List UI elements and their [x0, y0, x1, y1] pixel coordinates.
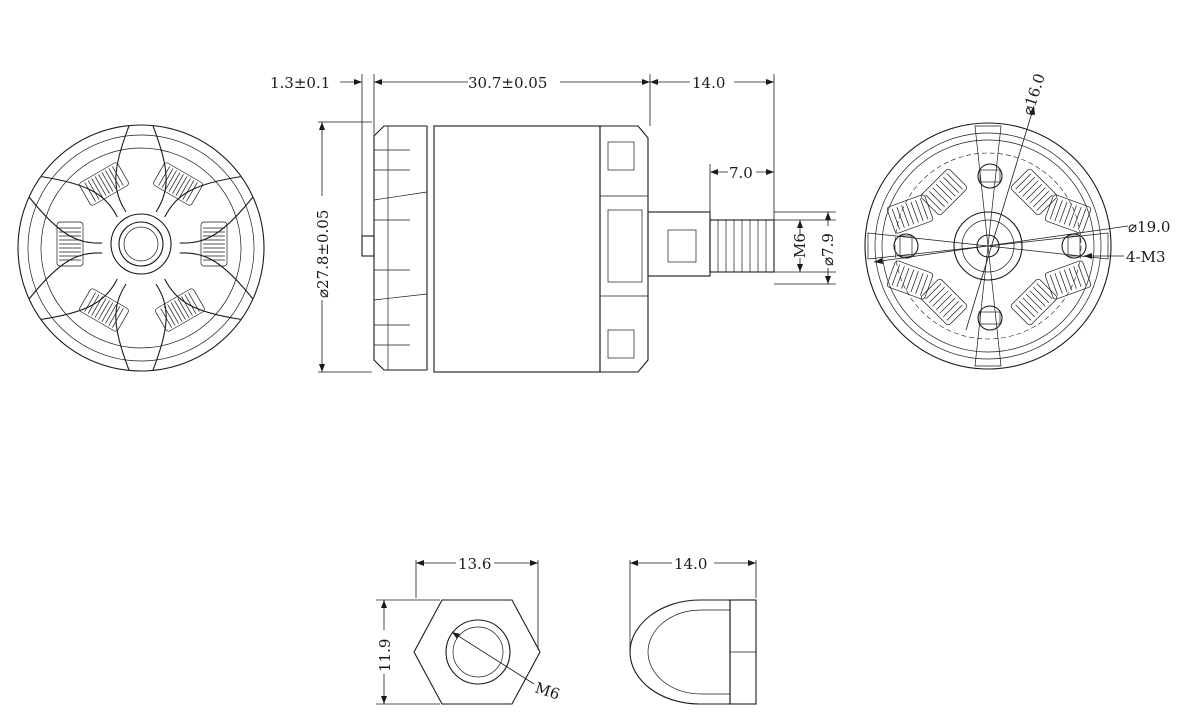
stator-coils — [56, 161, 228, 333]
body-diameter-label: ⌀27.8±0.05 — [314, 210, 332, 298]
dim-bolt-circle-large: ⌀19.0 — [873, 218, 1170, 264]
dim-thread-size: M6 — [791, 220, 809, 272]
prop-nut-end-view: 13.6 11.9 M6 — [376, 555, 562, 705]
mount-holes-label: 4-M3 — [1126, 248, 1166, 266]
dim-body-length: 30.7±0.05 — [374, 74, 650, 92]
dim-body-diameter: ⌀27.8±0.05 — [314, 122, 332, 372]
dim-nut-height: 11.9 — [376, 600, 394, 704]
nut-height-label: 11.9 — [376, 639, 394, 672]
dim-shaft-length: 14.0 — [650, 74, 774, 92]
thread-size-label: M6 — [791, 233, 809, 258]
prop-nut-length-label: 14.0 — [674, 555, 707, 573]
base-arms — [867, 125, 1109, 367]
shaft-diameter-label: ⌀7.9 — [819, 233, 837, 266]
flange-thickness-label: 1.3±0.1 — [270, 74, 330, 92]
motor-base — [599, 125, 649, 373]
dim-flange-thickness: 1.3±0.1 — [270, 74, 362, 92]
dim-bolt-circle-small: ⌀16.0 — [965, 71, 1049, 331]
prop-nut-side-view: 14.0 — [629, 555, 757, 705]
nut-width-label: 13.6 — [458, 555, 491, 573]
motor-bell — [361, 125, 428, 371]
base-coils — [886, 167, 1092, 327]
body-length-label: 30.7±0.05 — [468, 74, 547, 92]
dim-shaft-diameter: ⌀7.9 — [819, 212, 837, 284]
dim-prop-nut-length: 14.0 — [630, 555, 756, 573]
center-bearing — [110, 213, 172, 275]
thread-length-label: 7.0 — [729, 164, 753, 182]
dim-thread-length: 7.0 — [710, 164, 774, 182]
dim-nut-width: 13.6 — [416, 555, 538, 573]
motor-top-view — [17, 124, 265, 372]
mount-holes — [893, 163, 1087, 331]
motor-shaft — [647, 211, 775, 277]
shaft-length-label: 14.0 — [692, 74, 725, 92]
dim-mount-holes: 4-M3 — [1084, 248, 1166, 266]
nut-thread-label: M6 — [533, 679, 562, 704]
rotor-spokes — [28, 125, 254, 371]
bolt-circle-small-label: ⌀16.0 — [1019, 71, 1049, 117]
dim-nut-thread: M6 — [451, 631, 562, 704]
bolt-circle-large-label: ⌀19.0 — [1128, 218, 1170, 236]
motor-bottom-view: ⌀16.0 ⌀19.0 4-M3 — [864, 71, 1170, 370]
motor-body — [433, 125, 601, 373]
motor-side-view: 1.3±0.1 30.7±0.05 14.0 7.0 — [270, 74, 837, 373]
